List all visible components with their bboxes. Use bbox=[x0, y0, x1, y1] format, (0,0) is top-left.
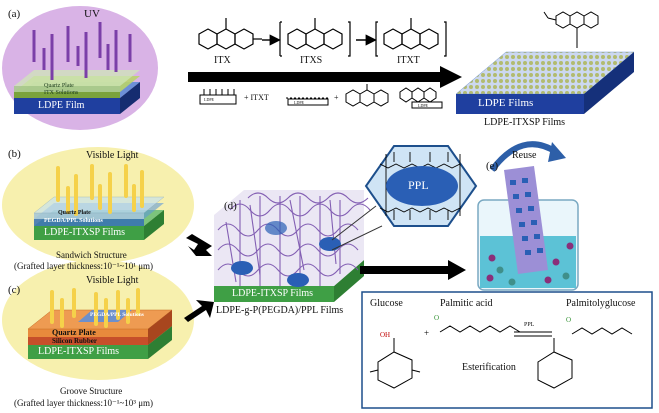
ppl-enzyme-large bbox=[386, 166, 458, 206]
sandwich-structure-label: Sandwich Structure bbox=[56, 250, 127, 260]
panel-d-film bbox=[214, 190, 371, 302]
ppl-enzyme-d3 bbox=[319, 237, 341, 251]
uv-rays bbox=[32, 22, 132, 80]
svg-text:O: O bbox=[566, 316, 571, 324]
itxs-molecule bbox=[279, 18, 351, 57]
visible-light-label-c: Visible Light bbox=[86, 275, 139, 286]
groove-thickness-label: (Grafted layer thickness:10⁻¹~10³ μm) bbox=[14, 398, 154, 408]
ldpe-films-label: LDPE Films bbox=[478, 97, 534, 109]
ppl-enzyme-d2 bbox=[287, 273, 309, 287]
panel-a-apparatus bbox=[2, 6, 158, 130]
svg-text:O: O bbox=[434, 314, 439, 322]
ppl-crosslinks bbox=[379, 152, 461, 220]
plus-label: + bbox=[334, 93, 339, 102]
arrow-c-to-d bbox=[184, 300, 214, 322]
palmitoylglucose-structure bbox=[537, 327, 633, 389]
panel-e-label: (e) bbox=[486, 160, 499, 172]
visible-light-label-b: Visible Light bbox=[86, 150, 139, 161]
ppl-catalyst-label: PPL bbox=[524, 322, 535, 328]
panel-a-label: (a) bbox=[8, 8, 21, 20]
ldpe-g-pegda-caption: LDPE-g-P(PEGDA)/PPL Films bbox=[216, 305, 344, 316]
panel-c-apparatus bbox=[2, 260, 194, 380]
reuse-label: Reuse bbox=[512, 150, 537, 161]
panel-a-process-arrow bbox=[188, 66, 462, 88]
itx-molecule bbox=[198, 18, 262, 50]
ldpe-chain-label-3: LDPE bbox=[418, 103, 428, 108]
quartz-plate-label-a: Quartz Plate bbox=[44, 83, 74, 89]
itx-solution-label: ITX Solutions bbox=[44, 90, 79, 96]
palmitolyglucose-label: Palmitolyglucose bbox=[566, 298, 636, 309]
ldpe-film-front bbox=[14, 98, 120, 114]
arrow-d-to-e bbox=[360, 260, 466, 280]
svg-text:+: + bbox=[424, 328, 429, 338]
ldpe-chain-label-2: LDPE bbox=[294, 100, 304, 105]
visible-light-rays-b bbox=[56, 164, 144, 216]
reuse-arrow bbox=[489, 141, 558, 172]
ldpe-chain-label-1: LDPE bbox=[204, 97, 214, 102]
itx-ketyl-molecule bbox=[345, 84, 389, 107]
palmitic-acid-label: Palmitic acid bbox=[440, 298, 493, 309]
ldpe-itxsp-caption: LDPE-ITXSP Films bbox=[484, 117, 566, 128]
groove-structure-label: Groove Structure bbox=[60, 386, 123, 396]
uv-label: UV bbox=[84, 8, 100, 20]
reuse-beaker bbox=[477, 141, 579, 291]
grafted-ldpe-molecule bbox=[399, 87, 443, 109]
itx-label: ITX bbox=[214, 55, 231, 66]
ldpe-chain-1 bbox=[199, 89, 237, 105]
ldpe-chain-2 bbox=[286, 97, 330, 106]
silicon-rubber-label: Silicon Rubber bbox=[52, 337, 97, 345]
pegda-ppl-solution-label-c: PEGDA/PPL Solutions bbox=[90, 312, 144, 318]
quartz-plate-a bbox=[14, 70, 140, 86]
plus-itxt-label: + ITXT bbox=[244, 93, 269, 102]
quartz-plate-label-c: Quartz Plate bbox=[52, 328, 96, 337]
glucose-structure bbox=[369, 338, 421, 389]
film-strip bbox=[504, 166, 548, 274]
visible-light-rays-c bbox=[50, 288, 140, 328]
sandwich-thickness-label: (Grafted layer thickness:10⁻¹~10¹ μm) bbox=[14, 261, 154, 271]
itxt-molecule bbox=[375, 18, 447, 57]
esterification-box: OH + O O bbox=[361, 291, 653, 409]
panel-b-label: (b) bbox=[8, 148, 21, 160]
svg-text:OH: OH bbox=[380, 331, 390, 339]
ldpe-itxsp-film-label-d: LDPE-ITXSP Films bbox=[232, 288, 314, 299]
panel-c-label: (c) bbox=[8, 284, 21, 296]
ppl-enzyme-d1 bbox=[231, 261, 253, 275]
panel-b-apparatus bbox=[2, 147, 194, 263]
ldpe-itxsp-film-result bbox=[455, 51, 635, 114]
itx-grafted-molecule bbox=[543, 11, 599, 48]
substrate-particles bbox=[486, 242, 574, 286]
quartz-plate-label-b: Quartz Plate bbox=[58, 210, 91, 216]
panel-d-label: (d) bbox=[224, 200, 237, 212]
itxs-label: ITXS bbox=[300, 55, 323, 66]
arrow-b-to-d bbox=[186, 234, 212, 256]
glucose-label: Glucose bbox=[370, 298, 403, 309]
itxt-label: ITXT bbox=[397, 55, 420, 66]
ppl-enzyme-d4 bbox=[265, 221, 287, 235]
esterification-label: Esterification bbox=[462, 362, 516, 373]
ppl-inset bbox=[364, 145, 478, 227]
ldpe-itxsp-film-label-b: LDPE-ITXSP Films bbox=[44, 227, 126, 238]
pegda-ppl-solution-label-b: PEGDA/PPL Solutions bbox=[44, 218, 103, 224]
ldpe-itxsp-film-label-c: LDPE-ITXSP Films bbox=[38, 346, 120, 357]
ldpe-film-label-a: LDPE Film bbox=[38, 100, 85, 111]
palmitic-acid-structure bbox=[439, 325, 521, 333]
ppl-enzyme-label: PPL bbox=[408, 178, 429, 192]
